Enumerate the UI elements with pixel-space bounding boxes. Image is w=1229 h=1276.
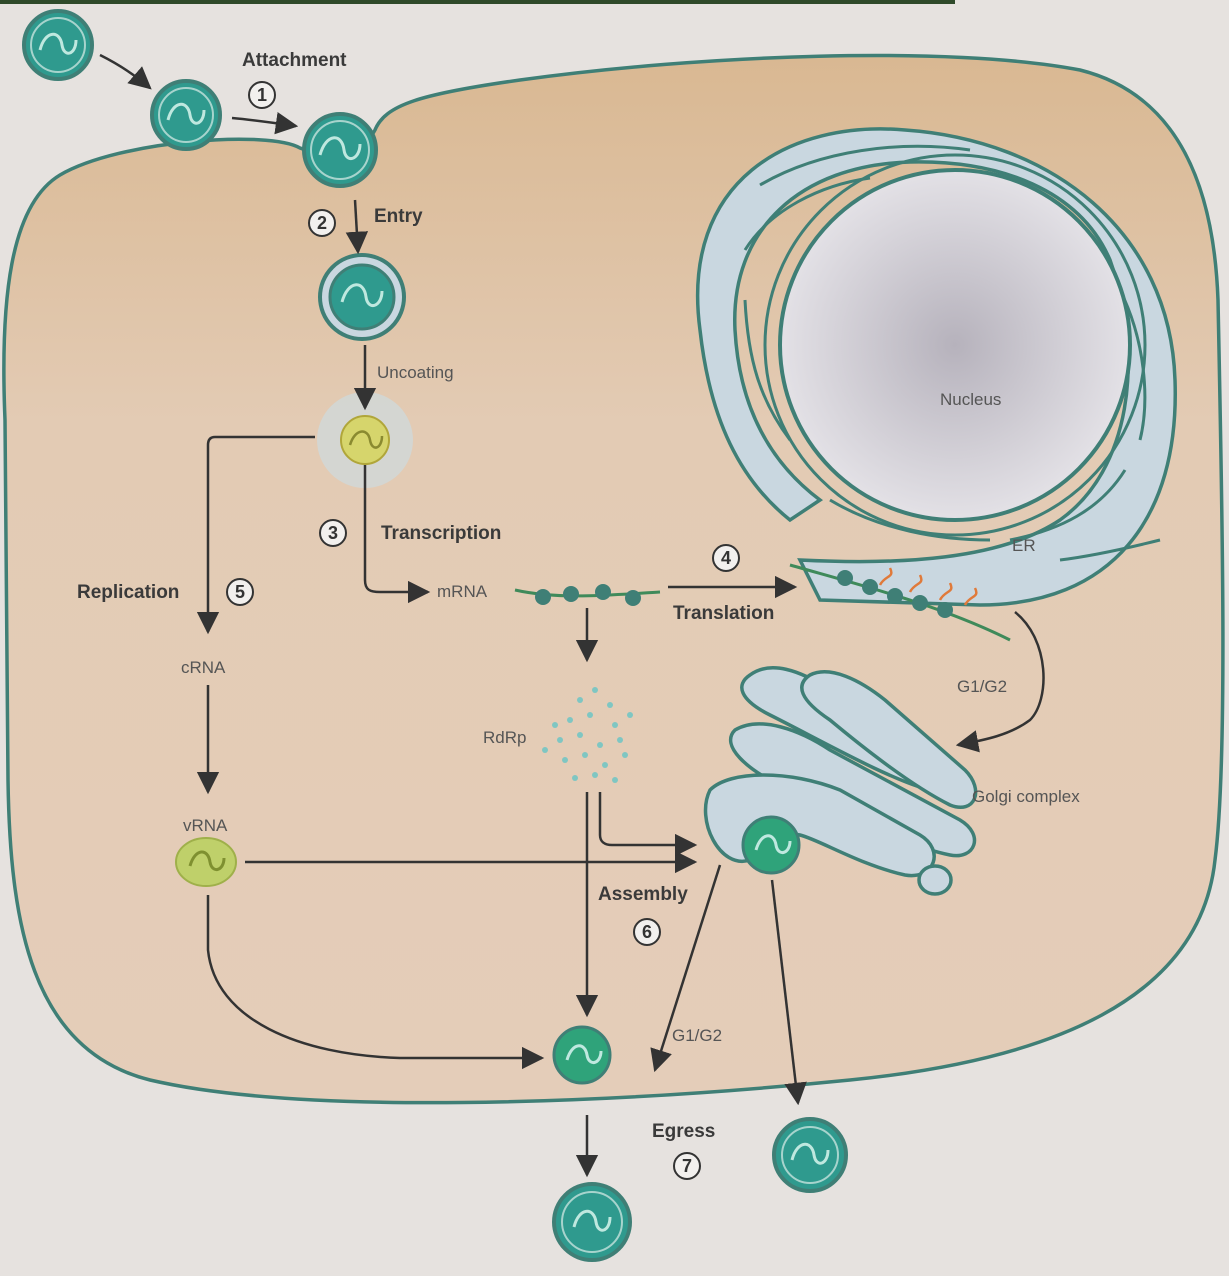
label-entry: Entry <box>374 206 423 227</box>
label-mrna: mRNA <box>437 582 488 601</box>
nucleus <box>780 170 1130 520</box>
arrow-attach-2 <box>232 118 296 126</box>
label-transcription: Transcription <box>381 523 501 544</box>
svg-text:4: 4 <box>721 548 731 568</box>
svg-text:1: 1 <box>257 85 267 105</box>
label-nucleus: Nucleus <box>940 390 1001 409</box>
svg-text:5: 5 <box>235 582 245 602</box>
label-translation: Translation <box>673 603 774 624</box>
virion-free-2 <box>152 81 220 149</box>
svg-text:6: 6 <box>642 922 652 942</box>
label-g1g2-golgi: G1/G2 <box>957 677 1007 696</box>
label-crna: cRNA <box>181 658 226 677</box>
virion-released-2 <box>774 1119 846 1191</box>
step-badge-2: 2 <box>309 210 335 236</box>
svg-text:7: 7 <box>682 1156 692 1176</box>
svg-text:2: 2 <box>317 213 327 233</box>
step-badge-3: 3 <box>320 520 346 546</box>
label-attachment: Attachment <box>242 50 347 71</box>
label-assembly: Assembly <box>598 884 688 905</box>
label-g1g2-membrane: G1/G2 <box>672 1026 722 1045</box>
vrna-genome <box>176 838 236 886</box>
label-uncoating: Uncoating <box>377 363 454 382</box>
step-badge-5: 5 <box>227 579 253 605</box>
label-vrna: vRNA <box>183 816 228 835</box>
virion-free-1 <box>24 11 92 79</box>
step-badge-6: 6 <box>634 919 660 945</box>
top-bar <box>0 0 955 4</box>
virion-attached <box>304 114 376 186</box>
label-er: ER <box>1012 536 1036 555</box>
label-golgi: Golgi complex <box>972 787 1080 806</box>
arrow-attach-1 <box>100 55 150 88</box>
virion-assembling-golgi <box>743 817 799 873</box>
step-badge-4: 4 <box>713 545 739 571</box>
label-egress: Egress <box>652 1121 715 1142</box>
step-badge-1: 1 <box>249 82 275 108</box>
svg-text:3: 3 <box>328 523 338 543</box>
virion-assembling-membrane <box>554 1027 610 1083</box>
step-badge-7: 7 <box>674 1153 700 1179</box>
virion-released-1 <box>554 1184 630 1260</box>
label-replication: Replication <box>77 582 179 603</box>
label-rdrp: RdRp <box>483 728 526 747</box>
virion-endosome <box>320 255 404 339</box>
